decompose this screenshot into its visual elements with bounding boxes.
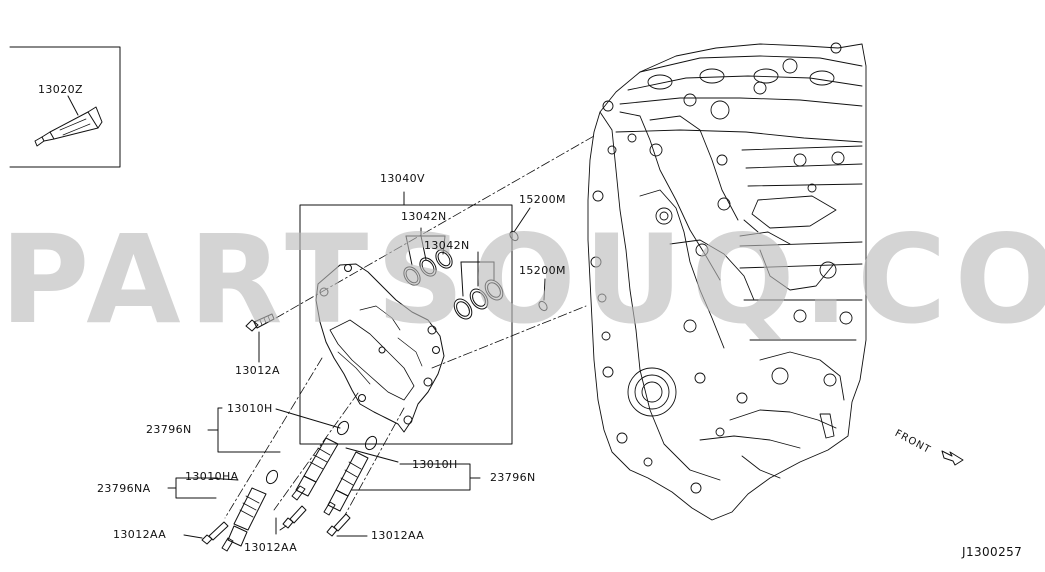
label-cover-assembly[interactable]: 13040V [380, 172, 425, 185]
label-o-ring-set-lower[interactable]: 13042N [424, 239, 470, 252]
valve-bolt-center [275, 505, 307, 535]
label-valve-left[interactable]: 13010H [227, 402, 273, 415]
front-arrow-icon [941, 450, 964, 466]
callout-brackets [167, 407, 481, 499]
o-ring-set-lower [453, 251, 504, 320]
label-valve-assembly-right[interactable]: 23796N [490, 471, 536, 484]
diagram-code: J1300257 [962, 545, 1023, 559]
cover-assembly-box [299, 191, 513, 445]
engine-block [587, 42, 867, 521]
valve-bolt-right [326, 513, 368, 537]
label-valve-assembly-sub[interactable]: 23796NA [97, 482, 151, 495]
label-bolt-center[interactable]: 13012AA [244, 541, 298, 554]
valve-timing-cover [315, 263, 445, 433]
label-valve-right[interactable]: 13010H [412, 458, 458, 471]
label-bolt-right[interactable]: 13012AA [371, 529, 425, 542]
label-sealant[interactable]: 13020Z [38, 83, 83, 96]
label-valve-sub[interactable]: 13010HA [185, 470, 239, 483]
label-o-ring-set-upper[interactable]: 13042N [401, 210, 447, 223]
solenoid-valve-left [275, 408, 350, 501]
o-ring-set-upper [403, 227, 453, 286]
cover-bolt [245, 313, 275, 363]
seal-upper [509, 207, 531, 242]
sealant-tube-icon [34, 95, 103, 147]
valve-bolt-left [183, 521, 229, 545]
solenoid-valve-sub [221, 469, 279, 552]
label-seal-lower[interactable]: 15200M [519, 264, 566, 277]
label-cover-bolt[interactable]: 13012A [235, 364, 280, 377]
assembly-guide-lines [224, 135, 595, 519]
solenoid-valve-right [323, 435, 399, 516]
sealant-inset [9, 46, 121, 168]
label-seal-upper[interactable]: 15200M [519, 193, 566, 206]
seal-lower [538, 278, 548, 312]
label-bolt-left[interactable]: 13012AA [113, 528, 167, 541]
label-valve-assembly-left[interactable]: 23796N [146, 423, 192, 436]
